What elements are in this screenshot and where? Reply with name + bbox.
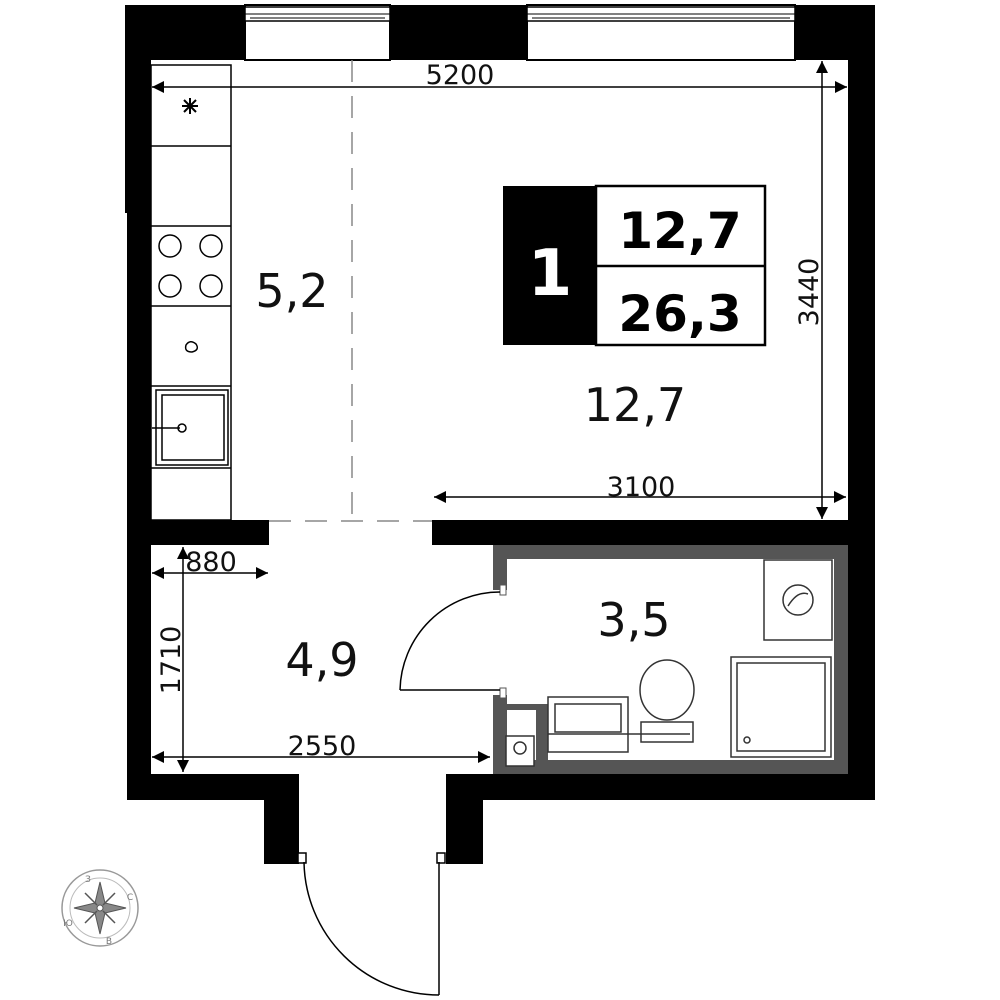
wall-vestibule-right (446, 774, 483, 864)
dim-room-height: 3440 (794, 258, 825, 327)
bath-area-label: 3,5 (597, 593, 670, 647)
bath-sink-icon (547, 696, 690, 753)
compass-south: В (106, 937, 112, 947)
bath-door (399, 591, 501, 691)
wall-partition-right (432, 520, 848, 545)
dim-top-width: 5200 (426, 60, 495, 91)
bath-walls (493, 545, 848, 774)
wall-bottom-left (127, 774, 287, 800)
dim-hall-small: 880 (185, 547, 237, 578)
dim-hall-height: 1710 (156, 626, 187, 695)
stove-icon (158, 234, 223, 298)
wall-top-middle (390, 5, 527, 60)
dimensions (152, 61, 847, 772)
wall-bottom-right (455, 774, 875, 800)
dim-room-width: 3100 (607, 472, 676, 503)
windows (244, 4, 796, 61)
window-left (244, 4, 391, 61)
dim-hall-width: 2550 (288, 731, 357, 762)
compass-icon: З С В Ю (61, 869, 139, 947)
window-right (526, 4, 796, 61)
hall-area-label: 4,9 (285, 633, 358, 687)
room-labels: 5,2 12,7 4,9 3,5 (255, 264, 686, 687)
toilet-icon (639, 659, 695, 743)
apartment-badge: 1 12,7 26,3 (503, 184, 767, 347)
badge-living-area: 12,7 (618, 202, 741, 260)
compass-east: С (127, 893, 133, 903)
washing-machine-icon (763, 559, 833, 641)
zone-lines (269, 60, 432, 522)
entrance-door (297, 852, 446, 996)
dimension-labels: 5200 3440 3100 880 1710 2550 (156, 60, 825, 762)
water-heater-icon (505, 735, 535, 767)
badge-rooms-box (503, 186, 596, 345)
compass-west: Ю (63, 919, 73, 929)
kitchen-area-label: 5,2 (255, 264, 328, 318)
badge-room-count: 1 (528, 237, 573, 311)
wall-partition-left (151, 520, 269, 545)
dishwasher-icon (184, 341, 199, 353)
sink-icon (152, 389, 229, 466)
wall-vestibule-left (264, 774, 299, 864)
wall-left (127, 60, 151, 800)
living-area-label: 12,7 (584, 378, 686, 432)
compass-north: З (85, 875, 91, 885)
badge-total-area: 26,3 (618, 285, 741, 343)
shower-icon (730, 656, 832, 758)
walls (125, 5, 875, 864)
kitchen-counter (150, 64, 232, 521)
wall-right (848, 5, 875, 800)
fridge-icon (182, 98, 198, 114)
